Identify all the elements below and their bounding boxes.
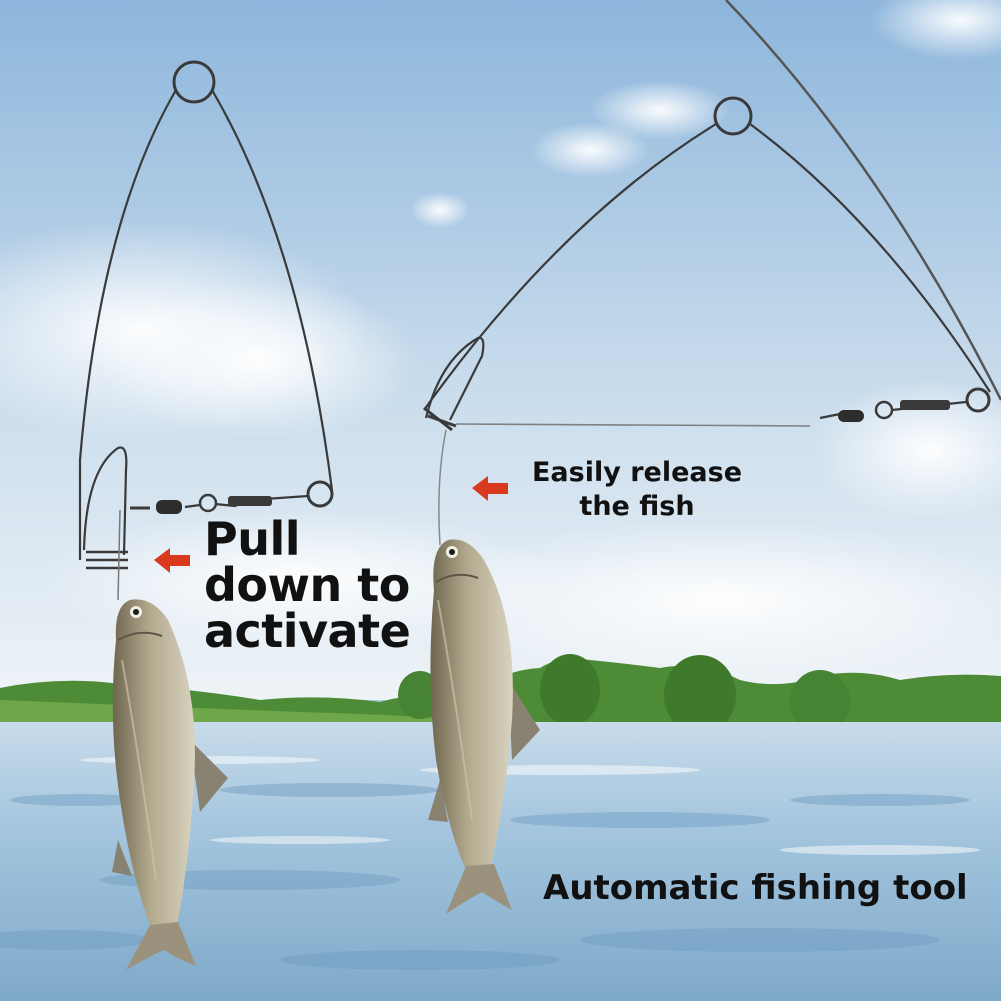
water-ripples: [0, 783, 970, 970]
right-swivel: [838, 410, 864, 422]
pull-caption-line3: activate: [204, 604, 411, 658]
pull-caption-line1: Pull: [204, 512, 301, 566]
release-caption-line1: Easily release: [531, 457, 743, 488]
right-snap: [900, 400, 950, 410]
release-caption: Easily release the fish: [530, 456, 744, 524]
right-spring-trap: [423, 96, 991, 546]
left-fish: [112, 599, 228, 970]
product-name-caption: Automatic fishing tool: [543, 868, 968, 908]
fishing-rod-line: [725, 0, 1001, 401]
left-snap: [228, 496, 272, 506]
clouds: [0, 0, 1001, 680]
left-swivel: [156, 500, 182, 514]
right-fish: [428, 539, 540, 914]
pull-caption-line2: down to: [204, 558, 410, 612]
pull-caption: Pull down to activate: [204, 512, 411, 658]
release-caption-line2: the fish: [579, 491, 695, 522]
red-arrow-left-icon: [472, 476, 508, 501]
left-spring-trap: [78, 60, 334, 601]
red-arrow-left-icon: [154, 548, 190, 573]
